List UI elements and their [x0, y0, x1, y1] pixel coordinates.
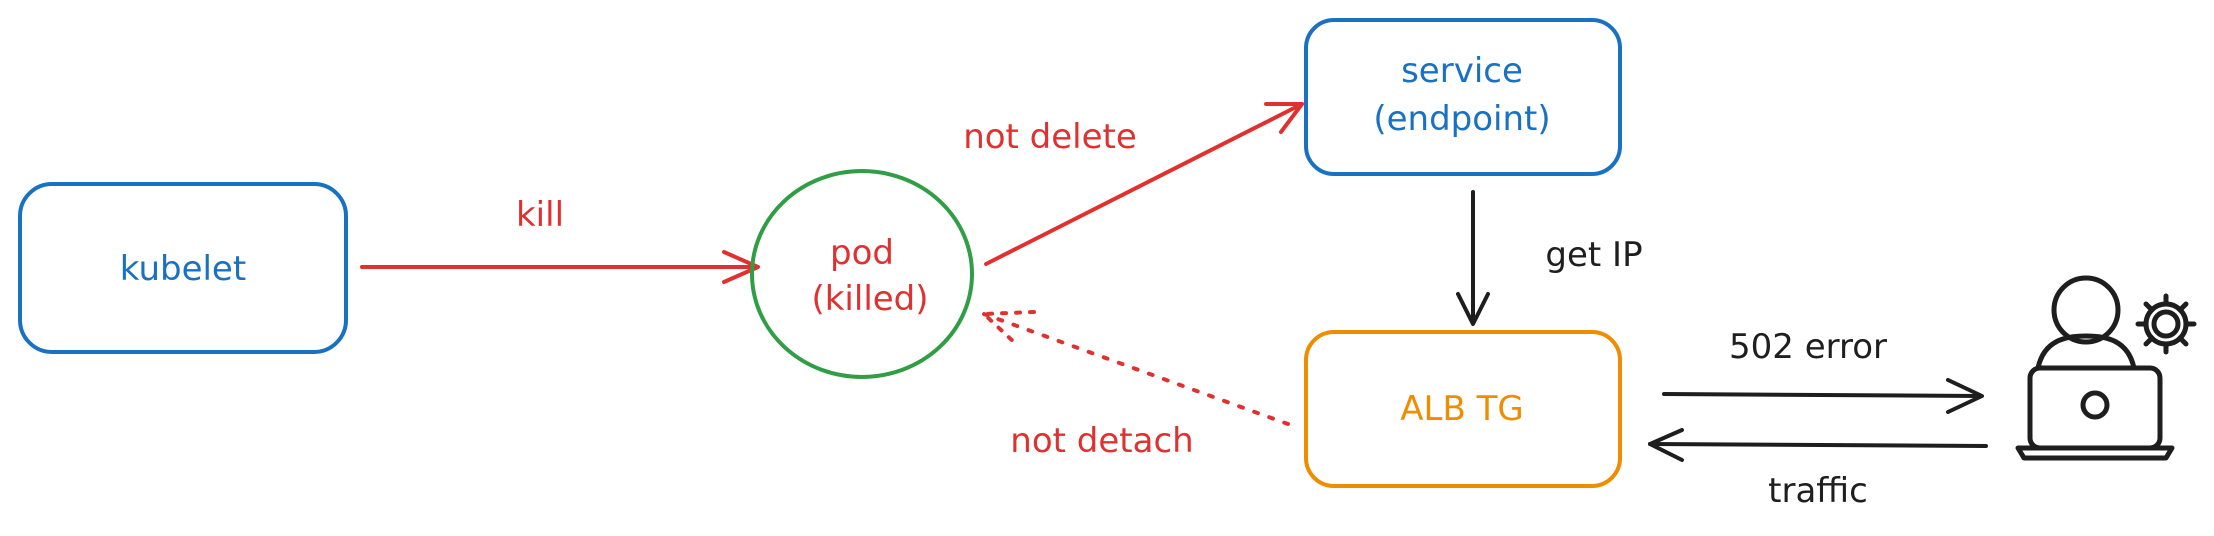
- service-endpoint-label: (endpoint): [1373, 99, 1550, 139]
- gear-icon: [2135, 293, 2197, 355]
- not-delete-edge: not delete: [963, 102, 1304, 266]
- not-delete-arrowhead: [1264, 102, 1304, 134]
- user-shoulders: [2035, 333, 2137, 371]
- kill-edge: kill: [360, 195, 760, 284]
- service-node: service (endpoint): [1304, 18, 1622, 176]
- not-detach-edge: not detach: [982, 310, 1290, 461]
- laptop-screen: [2027, 365, 2163, 451]
- pod-label: pod: [830, 233, 894, 273]
- not-detach-label: not detach: [1010, 421, 1193, 461]
- traffic-arrowhead: [1648, 428, 1684, 462]
- alb-label: ALB TG: [1400, 389, 1523, 429]
- alb-box: [1304, 330, 1622, 488]
- alb-node: ALB TG: [1304, 330, 1622, 488]
- not-detach-arrow: [982, 312, 1290, 426]
- user-head: [2051, 275, 2121, 345]
- kubelet-node: kubelet: [18, 182, 348, 354]
- kill-label: kill: [516, 195, 564, 235]
- get-ip-label: get IP: [1545, 235, 1642, 275]
- pod-status-label: (killed): [811, 279, 928, 319]
- pod-circle: [750, 169, 974, 379]
- laptop-logo: [2080, 390, 2110, 420]
- user-with-laptop-and-gear-icon: [2015, 275, 2197, 461]
- not-detach-arrowhead: [982, 310, 1036, 346]
- not-delete-label: not delete: [963, 117, 1137, 157]
- error-arrow: [1662, 392, 1982, 398]
- service-box: [1304, 18, 1622, 176]
- pod-node: pod (killed): [750, 169, 974, 379]
- not-delete-arrow: [984, 102, 1304, 266]
- traffic-edge: traffic: [1648, 428, 1988, 511]
- get-ip-arrowhead: [1456, 292, 1490, 326]
- error-arrowhead: [1946, 378, 1984, 414]
- laptop-base: [2015, 445, 2175, 461]
- get-ip-edge: get IP: [1456, 190, 1643, 326]
- kubelet-box: [18, 182, 348, 354]
- traffic-label: traffic: [1768, 471, 1868, 511]
- kubelet-label: kubelet: [120, 249, 246, 289]
- kill-arrowhead: [722, 250, 760, 284]
- traffic-arrow: [1648, 442, 1988, 448]
- error-edge: 502 error: [1662, 327, 1984, 414]
- service-label: service: [1401, 51, 1523, 91]
- error-label: 502 error: [1729, 327, 1887, 367]
